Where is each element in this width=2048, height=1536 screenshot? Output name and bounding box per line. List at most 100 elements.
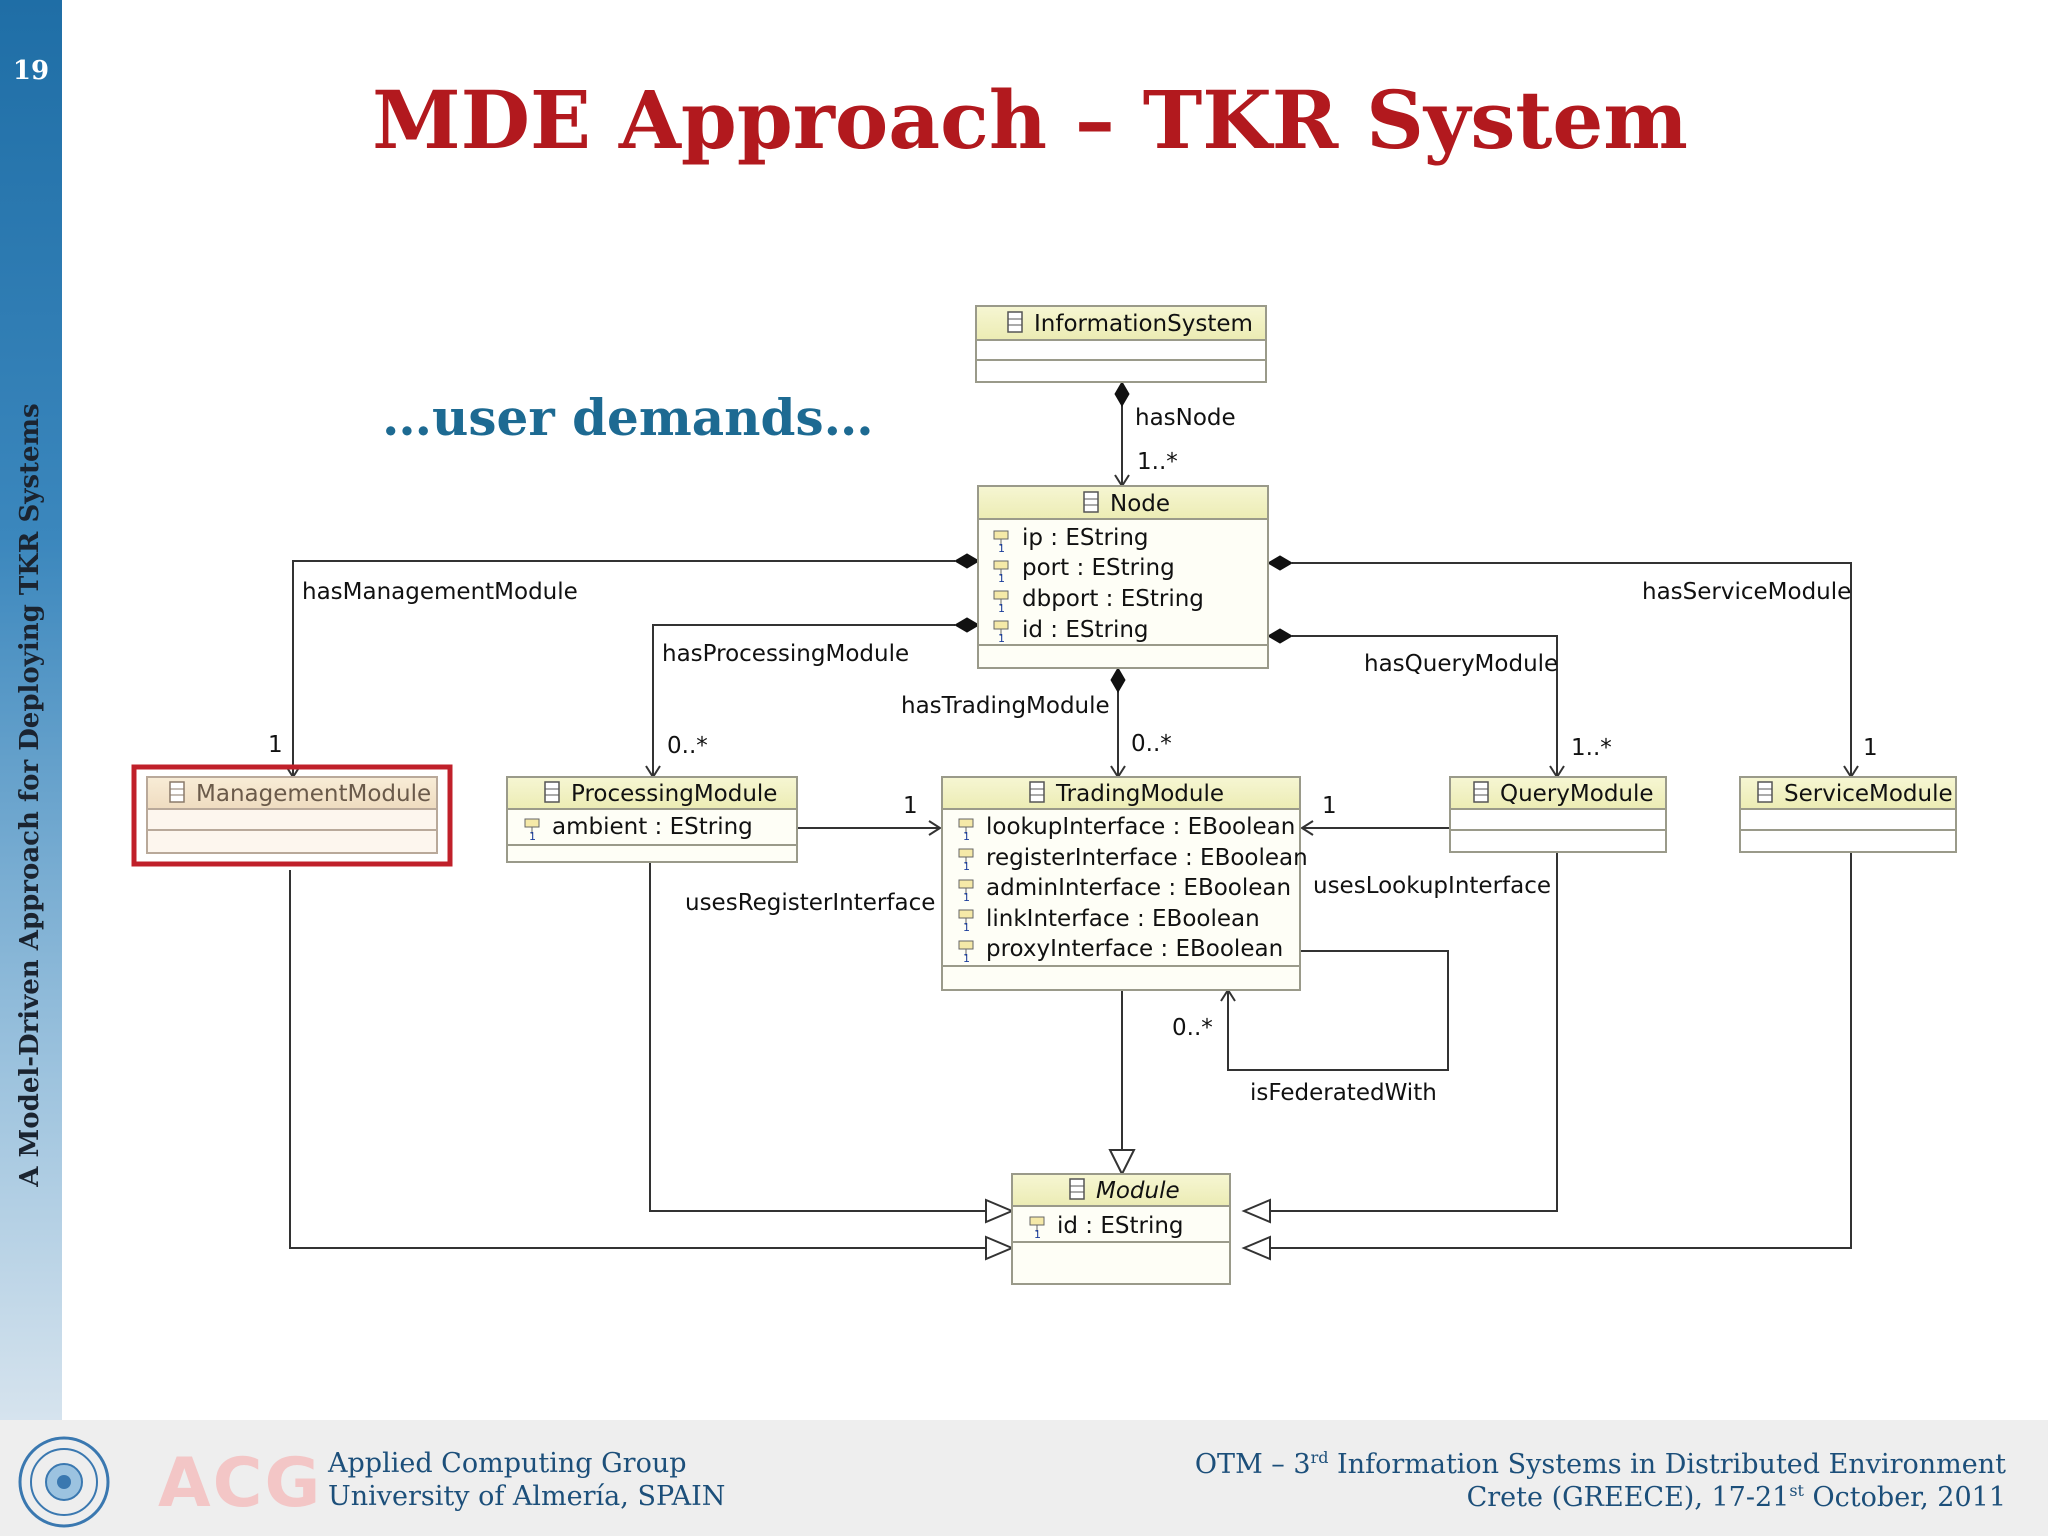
attribute-icon: 1 — [958, 818, 974, 843]
trading-attr-proxy: proxyInterface : EBoolean — [986, 936, 1283, 962]
class-name: ServiceModule — [1784, 781, 1953, 807]
module-attr-id: id : EString — [1057, 1213, 1184, 1239]
has-query-module-multiplicity: 1..* — [1571, 735, 1612, 761]
acg-logo: ACG — [158, 1444, 323, 1523]
composition-diamonds — [954, 381, 1293, 693]
class-icon — [169, 781, 185, 803]
processing-generalization-line — [649, 862, 1000, 1212]
event-location-date: Crete (GREECE), 17-21st October, 2011 — [1466, 1481, 2006, 1513]
processing-triangle — [985, 1198, 1015, 1224]
attribute-icon: 1 — [993, 530, 1009, 555]
slide-subtitle: …user demands… — [382, 388, 874, 447]
class-icon — [1029, 781, 1045, 803]
has-management-module-label: hasManagementModule — [302, 579, 578, 605]
attribute-icon: 1 — [993, 560, 1009, 585]
class-name: TradingModule — [1055, 781, 1224, 807]
svg-text:1: 1 — [1034, 1228, 1041, 1241]
svg-text:1: 1 — [998, 572, 1005, 585]
attribute-icon: 1 — [993, 590, 1009, 615]
svg-text:1: 1 — [998, 542, 1005, 555]
is-federated-with-label: isFederatedWith — [1250, 1080, 1437, 1106]
uses-register-interface-label: usesRegisterInterface — [685, 890, 935, 916]
uses-register-interface-multiplicity: 1 — [903, 793, 918, 819]
has-processing-module-line — [652, 624, 955, 777]
has-management-module-multiplicity: 1 — [268, 732, 283, 758]
slide-footer: Applied Computing Group University of Al… — [0, 1420, 2048, 1536]
class-name: ProcessingModule — [571, 781, 777, 807]
has-management-module-line — [292, 560, 955, 777]
has-service-module-line — [1292, 562, 1852, 777]
service-diamond — [1267, 555, 1293, 571]
has-query-module-line — [1292, 635, 1558, 777]
attribute-icon: 1 — [958, 848, 974, 873]
relation-lines — [289, 382, 1852, 1249]
svg-text:1: 1 — [998, 632, 1005, 645]
trading-diamond — [1110, 667, 1126, 693]
svg-text:1: 1 — [963, 830, 970, 843]
class-icon — [1069, 1178, 1085, 1200]
uses-lookup-interface-label: usesLookupInterface — [1313, 873, 1551, 899]
has-node-label: hasNode — [1135, 405, 1236, 431]
svg-text:1: 1 — [998, 602, 1005, 615]
highlight-frame — [131, 764, 453, 867]
svg-text:1: 1 — [963, 921, 970, 934]
class-icon — [1757, 781, 1773, 803]
slide-title: MDE Approach – TKR System — [372, 73, 1688, 167]
class-icon — [1007, 311, 1023, 333]
node-attr-ip: ip : EString — [1022, 525, 1149, 551]
has-query-module-label: hasQueryModule — [1364, 651, 1558, 677]
class-name: Module — [1096, 1178, 1180, 1204]
uses-lookup-interface-multiplicity: 1 — [1322, 793, 1337, 819]
register-arrow — [928, 820, 942, 836]
class-service-module: ServiceModule — [1739, 776, 1957, 853]
class-management-module: ManagementModule — [131, 764, 453, 867]
is-federated-with-multiplicity: 0..* — [1172, 1015, 1213, 1041]
trading-attr-link: linkInterface : EBoolean — [986, 906, 1260, 932]
class-name: InformationSystem — [1034, 311, 1253, 337]
has-trading-module-multiplicity: 0..* — [1131, 731, 1172, 757]
service-triangle — [1241, 1235, 1271, 1261]
management-triangle — [985, 1235, 1015, 1261]
trading-attr-admin: adminInterface : EBoolean — [986, 875, 1291, 901]
event-name: OTM – 3rd Information Systems in Distrib… — [1194, 1448, 2006, 1480]
group-name: Applied Computing Group — [328, 1448, 687, 1479]
has-trading-module-label: hasTradingModule — [901, 693, 1110, 719]
attribute-icon: 1 — [1029, 1216, 1045, 1241]
node-attr-port: port : EString — [1022, 555, 1175, 581]
service-generalization-line — [1256, 852, 1852, 1249]
svg-text:1: 1 — [529, 830, 536, 843]
class-information-system: InformationSystem — [975, 305, 1267, 383]
svg-text:1: 1 — [963, 860, 970, 873]
attribute-icon: 1 — [958, 940, 974, 965]
university-seal-icon — [18, 1436, 110, 1528]
management-generalization-line — [289, 870, 1000, 1249]
management-diamond — [954, 553, 980, 569]
class-node: Node 1 ip : EString 1 port : EString 1 d… — [977, 485, 1269, 669]
query-diamond — [1267, 628, 1293, 644]
svg-text:1: 1 — [963, 891, 970, 904]
query-generalization-line — [1256, 852, 1558, 1212]
processing-attr-ambient: ambient : EString — [552, 814, 753, 840]
trading-triangle — [1108, 1149, 1136, 1177]
trading-attr-register: registerInterface : EBoolean — [986, 845, 1308, 871]
processing-diamond — [954, 617, 980, 633]
slide-number: 19 — [12, 56, 50, 86]
attribute-icon: 1 — [993, 620, 1009, 645]
node-attr-id: id : EString — [1022, 617, 1149, 643]
relation-labels: hasNode 1..* hasManagementModule 1 hasPr… — [268, 405, 1878, 1106]
class-name: Node — [1110, 491, 1170, 517]
class-name: QueryModule — [1500, 781, 1654, 807]
class-icon — [544, 781, 560, 803]
has-service-module-multiplicity: 1 — [1863, 735, 1878, 761]
is-federated-with-line — [1227, 950, 1449, 1071]
node-attr-dbport: dbport : EString — [1022, 586, 1204, 612]
trading-attr-lookup: lookupInterface : EBoolean — [986, 814, 1295, 840]
has-processing-module-label: hasProcessingModule — [662, 641, 909, 667]
class-icon — [1473, 781, 1489, 803]
has-service-module-label: hasServiceModule — [1642, 579, 1851, 605]
has-processing-module-multiplicity: 0..* — [667, 733, 708, 759]
class-trading-module: TradingModule 1 lookupInterface : EBoole… — [941, 776, 1308, 991]
svg-text:1: 1 — [963, 952, 970, 965]
class-module: Module 1 id : EString — [1011, 1173, 1231, 1285]
